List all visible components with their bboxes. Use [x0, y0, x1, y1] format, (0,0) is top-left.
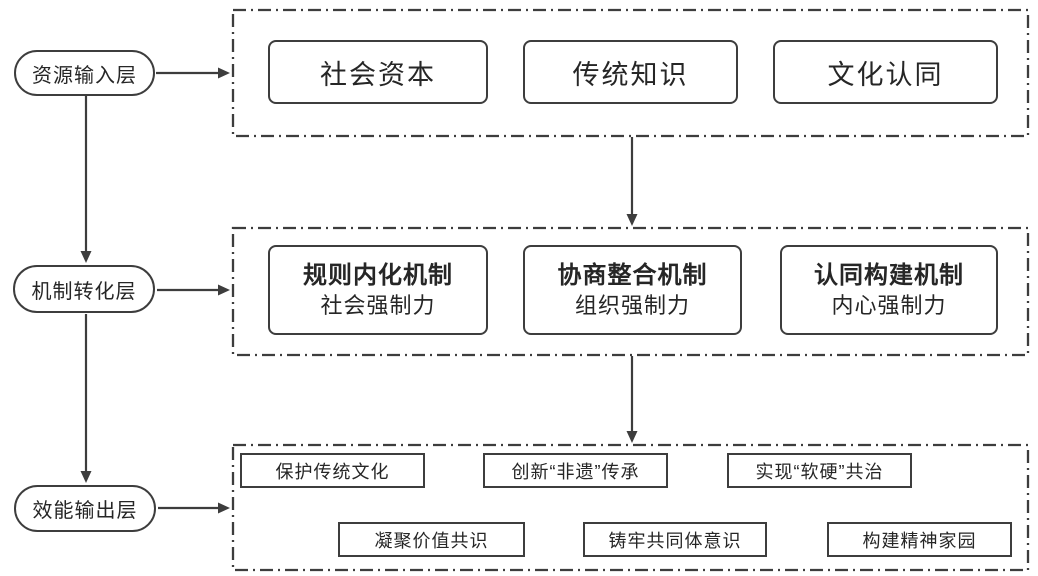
node-traditional-knowledge: 传统知识 [523, 40, 738, 104]
node-title: 规则内化机制 [303, 262, 453, 290]
node-value-consensus: 凝聚价值共识 [338, 522, 525, 557]
node-title: 协商整合机制 [557, 262, 708, 290]
pill-resource-input-layer: 资源输入层 [14, 50, 155, 96]
node-protect-traditional-culture: 保护传统文化 [240, 453, 425, 488]
node-title: 构建精神家园 [862, 530, 977, 551]
pill-label: 效能输出层 [32, 500, 138, 522]
node-social-capital: 社会资本 [268, 40, 488, 104]
node-title: 凝聚价值共识 [374, 530, 489, 551]
pill-efficiency-output-layer: 效能输出层 [14, 485, 156, 532]
node-title: 保护传统文化 [275, 461, 390, 482]
node-negotiation-integration-mechanism: 协商整合机制 组织强制力 [523, 245, 742, 335]
node-title: 认同构建机制 [814, 262, 964, 290]
pill-label: 机制转化层 [31, 280, 137, 303]
node-soft-hard-cogovernance: 实现“软硬”共治 [727, 453, 912, 488]
node-identity-construction-mechanism: 认同构建机制 内心强制力 [780, 245, 998, 335]
node-title: 文化认同 [827, 59, 944, 90]
node-title: 社会资本 [320, 59, 436, 90]
pill-label: 资源输入层 [32, 64, 137, 87]
node-spiritual-home: 构建精神家园 [827, 522, 1012, 557]
node-rule-internalization-mechanism: 规则内化机制 社会强制力 [268, 245, 488, 335]
node-innovate-heritage-inheritance: 创新“非遗”传承 [483, 453, 668, 488]
node-title: 实现“软硬”共治 [755, 461, 884, 482]
node-title: 铸牢共同体意识 [608, 530, 742, 551]
node-title: 传统知识 [572, 59, 689, 90]
node-subtitle: 组织强制力 [574, 293, 690, 319]
node-subtitle: 内心强制力 [831, 293, 947, 319]
node-subtitle: 社会强制力 [320, 293, 436, 319]
node-community-consciousness: 铸牢共同体意识 [583, 522, 767, 557]
node-title: 创新“非遗”传承 [511, 461, 640, 482]
pill-mechanism-transform-layer: 机制转化层 [13, 265, 155, 313]
node-cultural-identity: 文化认同 [773, 40, 998, 104]
